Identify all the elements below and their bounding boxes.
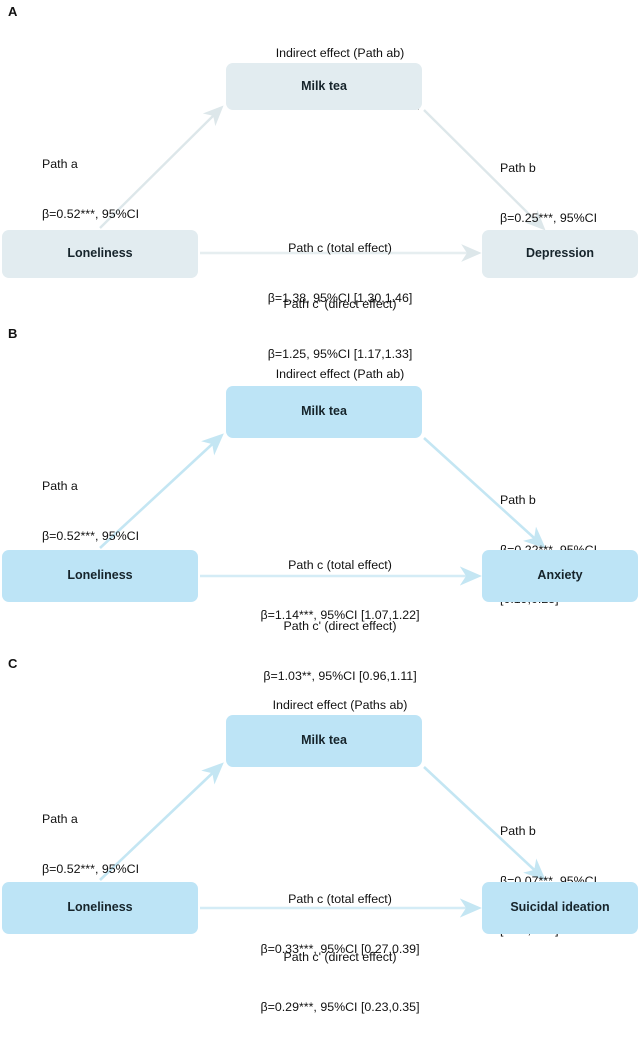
node-predictor-label: Loneliness bbox=[67, 568, 133, 583]
panel-c: C Milk tea Loneliness Suicidal ideation … bbox=[0, 652, 640, 1014]
node-mediator-milk-tea[interactable]: Milk tea bbox=[226, 715, 422, 767]
label-path-c-prime: Path c' (direct effect) β=1.03**, 95%CI … bbox=[160, 585, 520, 717]
arrow-path-a bbox=[99, 762, 224, 881]
arrow-path-a bbox=[99, 105, 224, 229]
path-cp-stats: β=0.29***, 95%CI [0.23,0.35] bbox=[260, 999, 420, 1014]
label-path-c: Path c (total effect) β=1.14***, 95%CI [… bbox=[160, 524, 520, 656]
node-predictor-label: Loneliness bbox=[67, 246, 133, 261]
node-mediator-label: Milk tea bbox=[301, 78, 347, 93]
node-mediator-label: Milk tea bbox=[301, 733, 347, 748]
panel-a: A Milk tea Loneliness Depression Indirec… bbox=[0, 0, 640, 361]
path-c-title: Path c (total effect) bbox=[288, 892, 392, 906]
panel-a-arrows bbox=[99, 105, 546, 262]
node-mediator-label: Milk tea bbox=[301, 404, 347, 419]
path-c-stats: β=1.14***, 95%CI [1.07,1.22] bbox=[260, 607, 420, 622]
path-c-title: Path c (total effect) bbox=[288, 241, 392, 255]
node-predictor-loneliness[interactable]: Loneliness bbox=[2, 230, 198, 278]
node-outcome-suicidal-ideation[interactable]: Suicidal ideation bbox=[482, 882, 638, 934]
node-outcome-label: Depression bbox=[525, 246, 595, 261]
node-outcome-label: Suicidal ideation bbox=[510, 900, 610, 915]
path-a-stats-1: β=0.52***, 95%CI bbox=[42, 528, 140, 543]
label-path-c-prime: Path c' (direct effect) β=0.29***, 95%CI… bbox=[160, 916, 520, 1048]
panel-letter-a: A bbox=[8, 4, 18, 19]
path-cp-stats: β=1.03**, 95%CI [0.96,1.11] bbox=[263, 668, 417, 683]
label-path-c: Path c (total effect) β=0.33***, 95%CI [… bbox=[160, 858, 520, 990]
node-predictor-loneliness[interactable]: Loneliness bbox=[2, 550, 198, 602]
path-a-title: Path a bbox=[42, 157, 78, 171]
label-path-b: Path b β=0.07***, 95%CI [0.05,0.09] bbox=[500, 790, 640, 972]
path-a-stats-1: β=0.52***, 95%CI bbox=[42, 206, 140, 221]
node-predictor-loneliness[interactable]: Loneliness bbox=[2, 882, 198, 934]
arrow-path-b bbox=[423, 109, 546, 231]
node-outcome-anxiety[interactable]: Anxiety bbox=[482, 550, 638, 602]
panel-c-arrows bbox=[99, 762, 546, 918]
indirect-title: Indirect effect (Paths ab) bbox=[272, 698, 408, 712]
path-cp-title: Path c' (direct effect) bbox=[283, 619, 397, 633]
mediation-figure: A Milk tea Loneliness Depression Indirec… bbox=[0, 0, 640, 1014]
path-b-title: Path b bbox=[500, 824, 536, 838]
path-cp-title: Path c' (direct effect) bbox=[283, 297, 397, 311]
label-path-c: Path c (total effect) β=1.38, 95%CI [1.3… bbox=[160, 207, 520, 339]
path-b-stats-1: β=0.25***, 95%CI bbox=[500, 210, 598, 225]
path-a-title: Path a bbox=[42, 812, 78, 826]
panel-letter-c: C bbox=[8, 656, 18, 671]
path-cp-stats: β=1.25, 95%CI [1.17,1.33] bbox=[267, 346, 413, 361]
panel-b: B Milk tea Loneliness Anxiety Indirect e… bbox=[0, 322, 640, 683]
path-c-stats: β=1.38, 95%CI [1.30,1.46] bbox=[267, 290, 413, 305]
path-a-stats-1: β=0.52***, 95%CI bbox=[42, 861, 140, 876]
path-b-title: Path b bbox=[500, 161, 536, 175]
path-c-title: Path c (total effect) bbox=[288, 558, 392, 572]
panel-letter-b: B bbox=[8, 326, 18, 341]
node-predictor-label: Loneliness bbox=[67, 900, 133, 915]
path-c-stats: β=0.33***, 95%CI [0.27,0.39] bbox=[260, 941, 420, 956]
path-a-title: Path a bbox=[42, 479, 78, 493]
node-outcome-depression[interactable]: Depression bbox=[482, 230, 638, 278]
path-b-title: Path b bbox=[500, 493, 536, 507]
arrow-path-b bbox=[423, 437, 546, 549]
label-path-c-prime: Path c' (direct effect) β=1.25, 95%CI [1… bbox=[160, 263, 520, 395]
node-mediator-milk-tea[interactable]: Milk tea bbox=[226, 386, 422, 438]
node-outcome-label: Anxiety bbox=[537, 568, 583, 583]
indirect-title: Indirect effect (Path ab) bbox=[275, 367, 405, 381]
path-cp-title: Path c' (direct effect) bbox=[283, 950, 397, 964]
node-mediator-milk-tea[interactable]: Milk tea bbox=[226, 63, 422, 110]
indirect-title: Indirect effect (Path ab) bbox=[275, 46, 405, 60]
arrow-path-b bbox=[423, 766, 546, 881]
panel-b-arrows bbox=[99, 433, 546, 586]
label-path-b: Path b β=0.25***, 95%CI [0.22,0.28] bbox=[500, 127, 640, 309]
arrow-path-a bbox=[99, 433, 224, 549]
